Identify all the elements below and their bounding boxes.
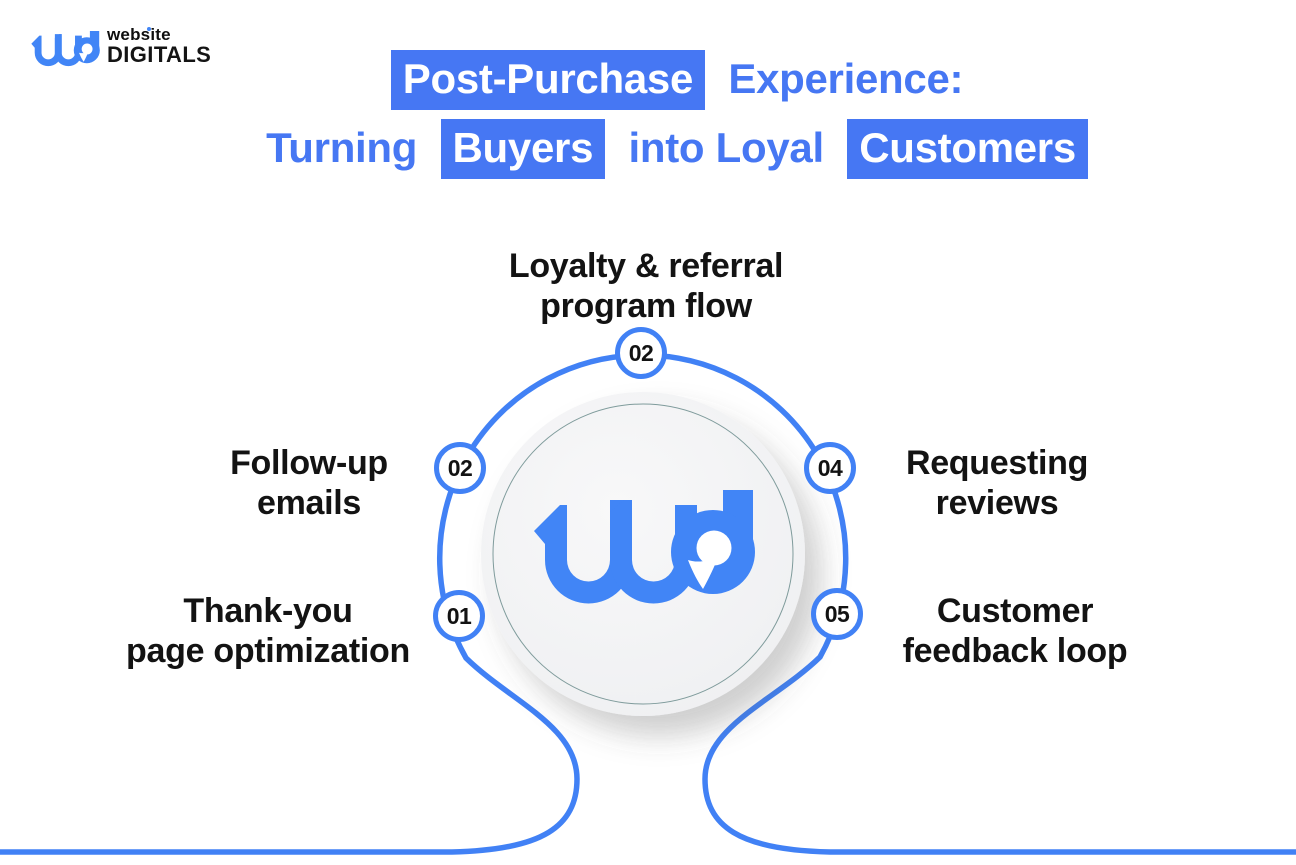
step-node-04: 04 bbox=[804, 442, 856, 494]
label-requesting-reviews: Requesting reviews bbox=[906, 443, 1088, 523]
brand-text: website DIGITALS bbox=[107, 26, 211, 66]
label-line: Customer bbox=[936, 592, 1094, 630]
step-number: 05 bbox=[824, 600, 850, 627]
label-line: Loyalty & referral bbox=[508, 247, 784, 285]
label-line: program flow bbox=[540, 287, 752, 325]
step-node-05: 05 bbox=[811, 588, 863, 640]
title-line-1: Post-Purchase Experience: bbox=[58, 50, 1296, 110]
step-number: 02 bbox=[628, 339, 654, 366]
title-highlight-customers: Customers bbox=[847, 119, 1088, 179]
label-line: Follow-up bbox=[230, 444, 388, 482]
page-title: Post-Purchase Experience: Turning Buyers… bbox=[0, 50, 1296, 179]
title-text-into-loyal: into Loyal bbox=[628, 124, 825, 171]
label-line: emails bbox=[256, 484, 362, 522]
step-node-02-left: 02 bbox=[434, 442, 486, 494]
center-circle bbox=[481, 392, 805, 716]
label-line: Requesting bbox=[905, 444, 1089, 482]
title-highlight-post-purchase: Post-Purchase bbox=[390, 50, 705, 110]
title-line-2: Turning Buyers into Loyal Customers bbox=[58, 119, 1296, 179]
label-thank-you-page-optimization: Thank-you page optimization bbox=[126, 591, 410, 671]
step-node-02-top: 02 bbox=[615, 327, 667, 379]
label-follow-up-emails: Follow-up emails bbox=[230, 443, 388, 523]
label-line: reviews bbox=[935, 484, 1059, 522]
title-text-experience: Experience: bbox=[728, 55, 964, 102]
title-highlight-buyers: Buyers bbox=[440, 119, 606, 179]
step-number: 02 bbox=[447, 454, 473, 481]
label-customer-feedback-loop: Customer feedback loop bbox=[903, 591, 1128, 671]
label-loyalty-referral-program-flow: Loyalty & referral program flow bbox=[508, 246, 784, 326]
label-line: page optimization bbox=[126, 632, 410, 670]
center-inner-ring bbox=[492, 403, 794, 705]
label-line: Thank-you bbox=[183, 592, 353, 630]
brand-logo: website DIGITALS bbox=[30, 26, 211, 70]
step-number: 04 bbox=[817, 454, 843, 481]
label-line: feedback loop bbox=[902, 632, 1128, 670]
title-text-turning: Turning bbox=[266, 124, 418, 171]
step-number: 01 bbox=[446, 602, 472, 629]
brand-name-bottom: DIGITALS bbox=[107, 42, 212, 67]
brand-name-top: website bbox=[107, 26, 211, 43]
step-node-01: 01 bbox=[433, 590, 485, 642]
